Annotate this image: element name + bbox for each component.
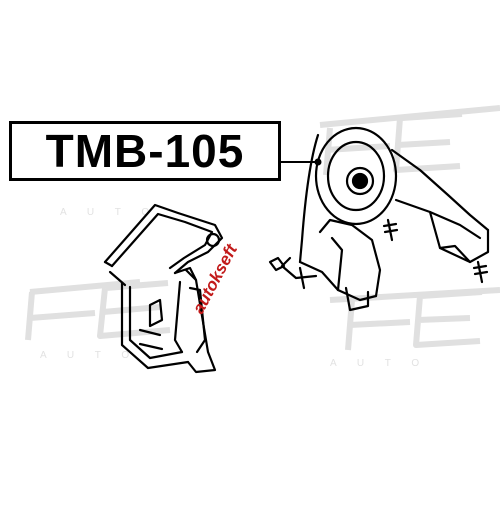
- svg-text:A U T O: A U T O: [330, 358, 428, 369]
- automotive-watermark: A U T O A U T O A U T O: [40, 207, 428, 369]
- svg-text:A U T O: A U T O: [40, 350, 138, 361]
- leader-line: [281, 158, 322, 166]
- svg-text:A U T O: A U T O: [60, 207, 158, 218]
- autokseft-stamp: autokseft: [189, 240, 242, 317]
- part-number-label: TMB-105: [45, 125, 245, 177]
- engine-mount-drawing: [268, 126, 490, 312]
- part-number-box: TMB-105: [9, 121, 281, 181]
- left-bracket-drawing: [103, 203, 224, 374]
- febest-watermark: [25, 105, 500, 351]
- svg-text:autokseft: autokseft: [189, 240, 242, 317]
